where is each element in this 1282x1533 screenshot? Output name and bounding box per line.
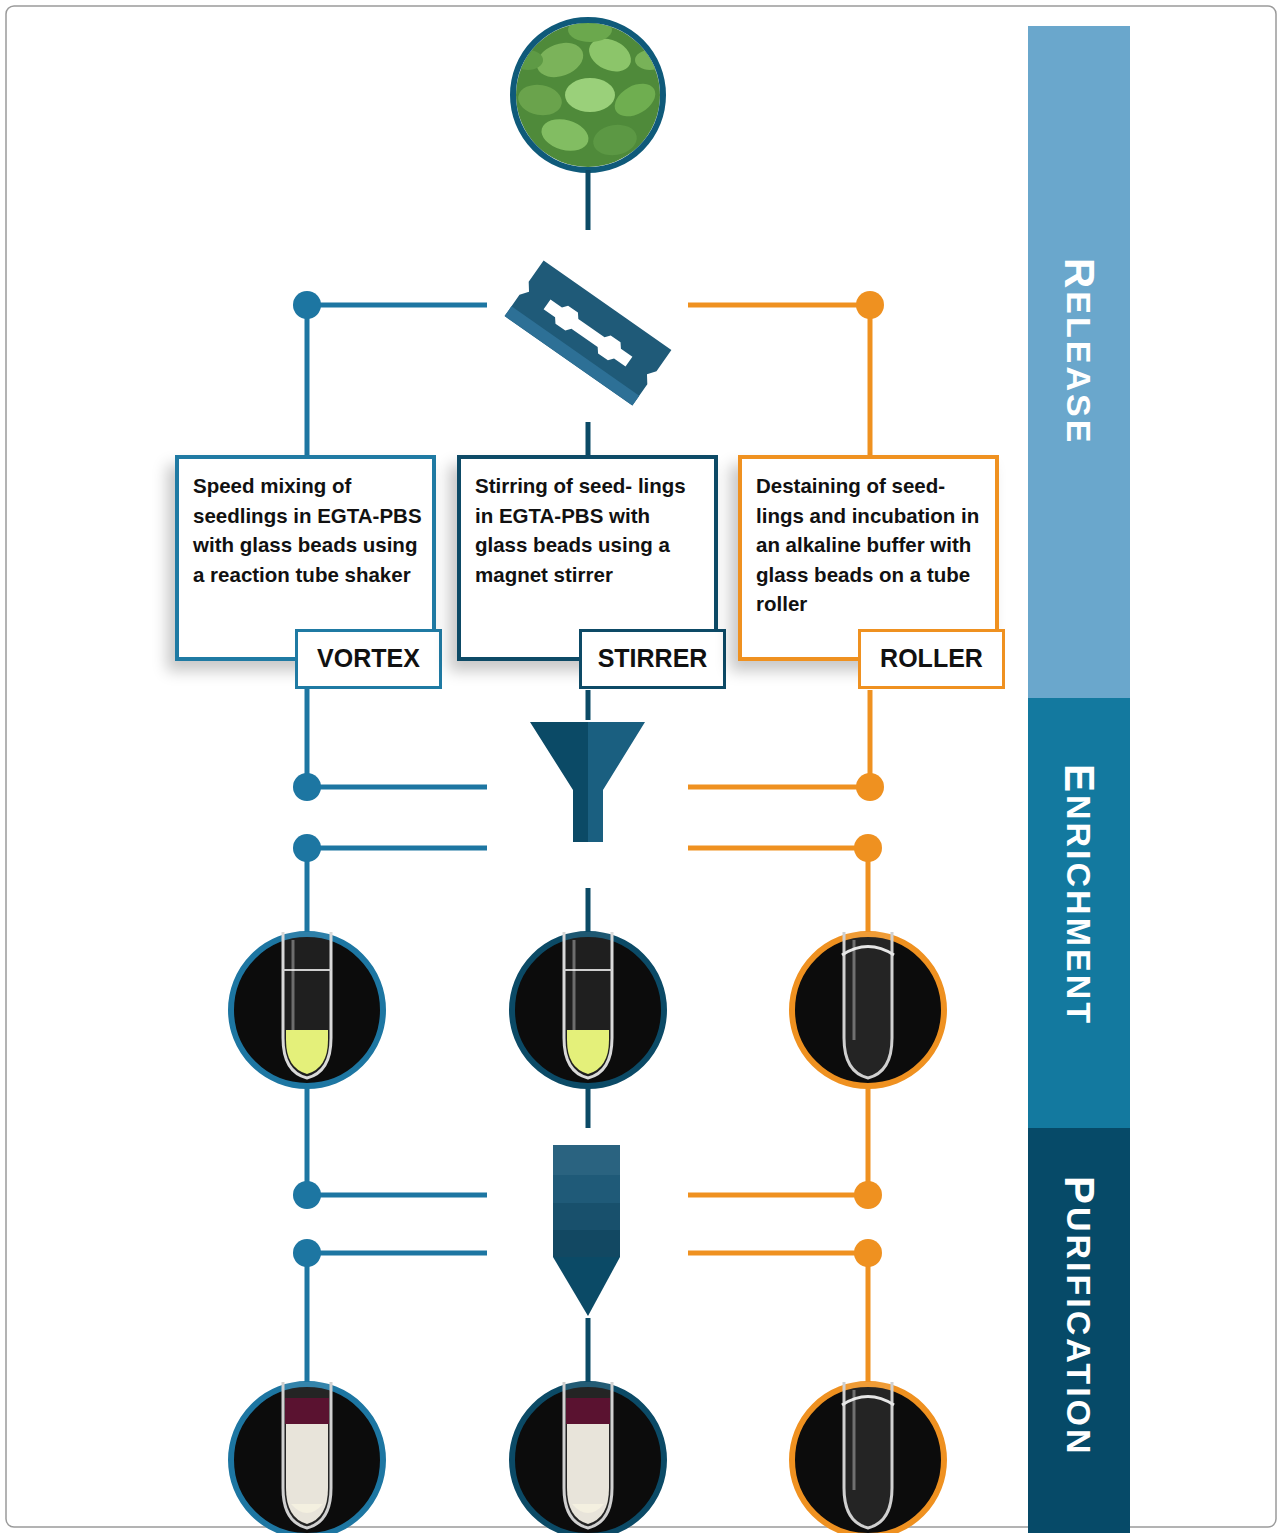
method-description: Stirring of seed- lings in EGTA-PBS with…: [475, 471, 704, 589]
flow-dots: [293, 291, 884, 1267]
outer-frame: [6, 6, 1276, 1527]
method-tag: STIRRER: [579, 629, 726, 689]
method-description: Speed mixing of seedlings in EGTA-PBS wi…: [193, 471, 422, 589]
flow-lines: [307, 170, 870, 1382]
method-box: Stirring of seed- lings in EGTA-PBS with…: [457, 455, 718, 661]
razor-blade-icon: [505, 260, 672, 405]
seedling-photo: [513, 18, 665, 170]
centrifuge-tube-icon: [553, 1145, 620, 1316]
stage-band: PURIFICATION: [1028, 1128, 1130, 1533]
method-name: STIRRER: [598, 644, 708, 674]
stage-band: ENRICHMENT: [1028, 698, 1130, 1128]
method-tag: VORTEX: [295, 629, 442, 689]
method-box: Destaining of seed- lings and incubation…: [738, 455, 999, 661]
method-name: ROLLER: [880, 644, 983, 674]
stage-band: RELEASE: [1028, 26, 1130, 698]
method-box: Speed mixing of seedlings in EGTA-PBS wi…: [175, 455, 436, 661]
stage-label: ENRICHMENT: [1055, 764, 1103, 1026]
purification-photos: [231, 1382, 944, 1533]
stage-label: RELEASE: [1055, 258, 1103, 445]
stage-label: PURIFICATION: [1055, 1176, 1103, 1457]
enrichment-photos: [231, 932, 944, 1086]
funnel-icon: [530, 722, 645, 842]
method-name: VORTEX: [317, 644, 420, 674]
method-tag: ROLLER: [858, 629, 1005, 689]
method-description: Destaining of seed- lings and incubation…: [756, 471, 985, 619]
